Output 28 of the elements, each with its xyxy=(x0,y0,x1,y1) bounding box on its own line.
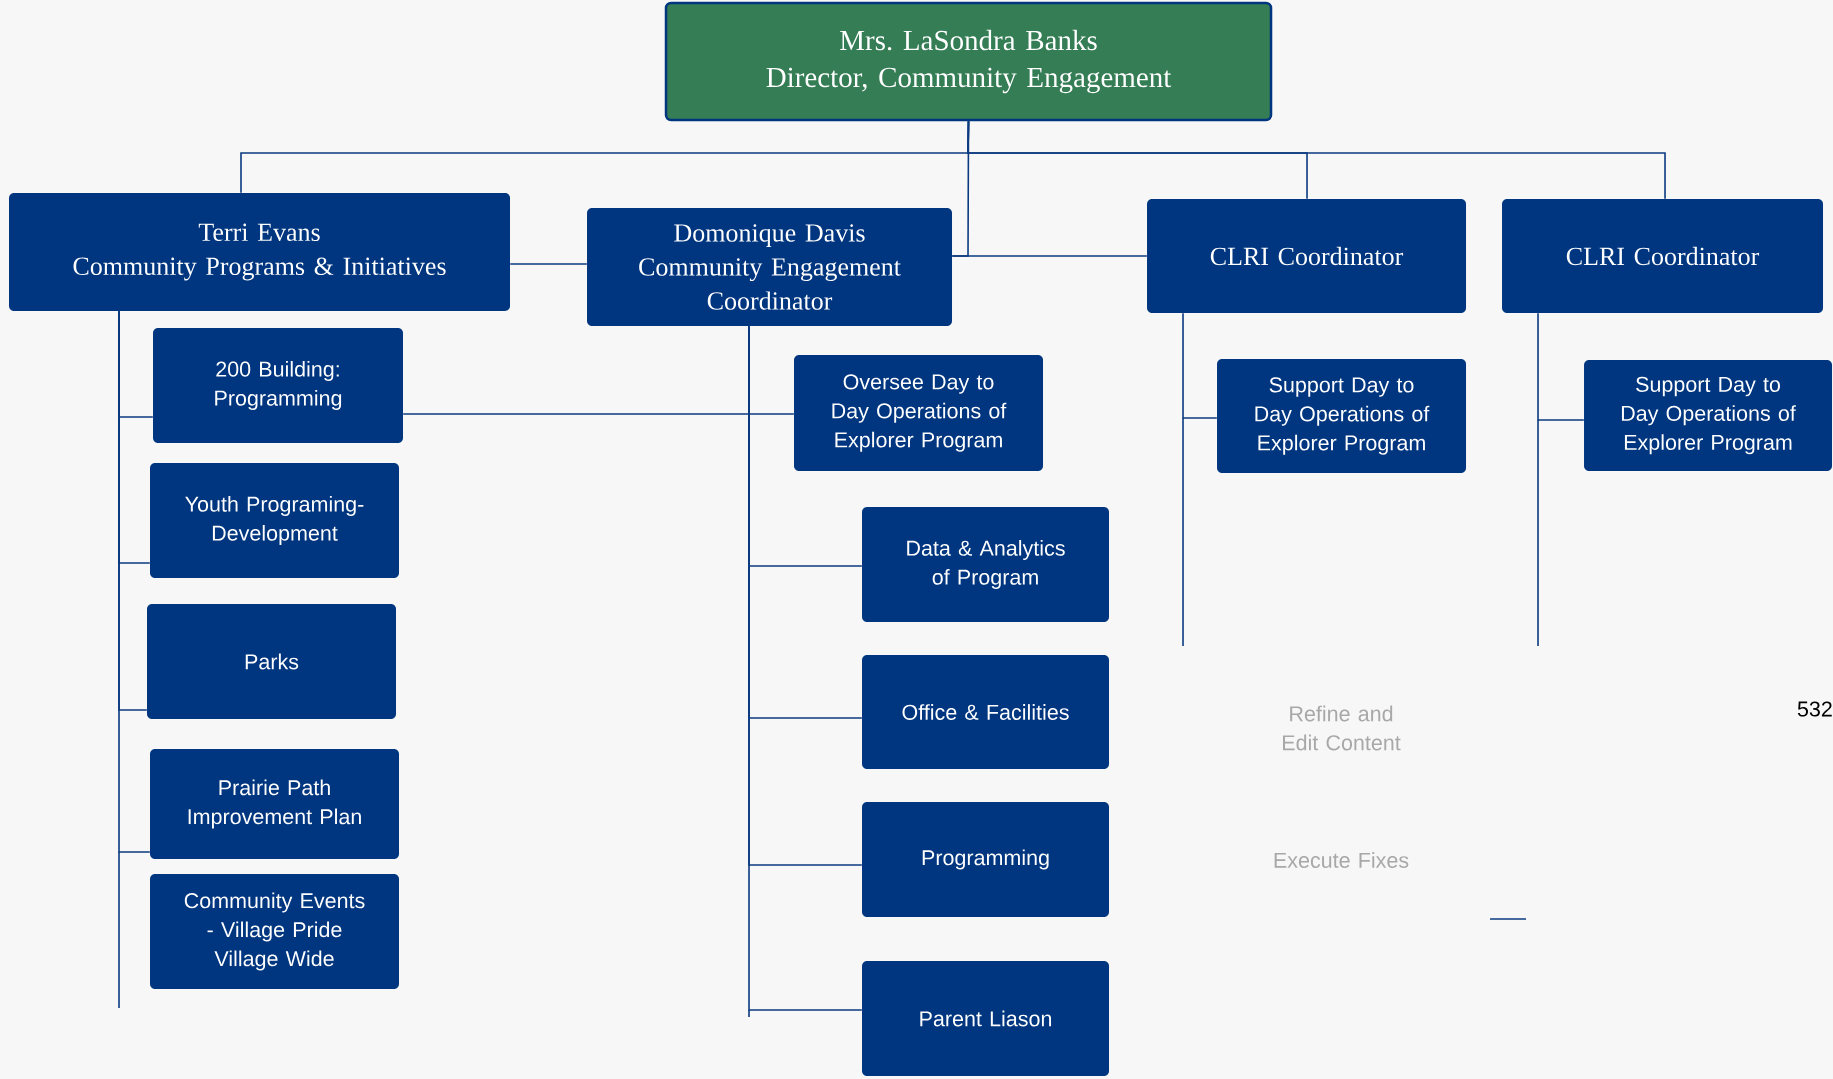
task-box: Parent Liason xyxy=(862,961,1109,1076)
connector-line xyxy=(402,413,795,415)
connector-line xyxy=(967,120,1666,200)
connector-line xyxy=(118,310,151,853)
task-box: Support Day to Day Operations of Explorer Program xyxy=(1217,359,1466,473)
task-box: 200 Building: Programming xyxy=(153,328,403,443)
role-box: CLRI Coordinator xyxy=(1502,199,1823,313)
connector-line xyxy=(951,255,1148,257)
task-box: Prairie Path Improvement Plan xyxy=(150,749,399,859)
task-box: Youth Programing-Development xyxy=(150,463,399,578)
connector-line xyxy=(748,325,863,1011)
task-box: Support Day to Day Operations of Explorer Program xyxy=(1584,360,1832,471)
connector-line xyxy=(509,263,588,265)
connector-line xyxy=(1182,312,1218,419)
task-box: Oversee Day to Day Operations of Explorer Program xyxy=(794,355,1043,471)
director-box: Mrs. LaSondra Banks Director, Community Engagement xyxy=(664,1,1273,122)
connector-line xyxy=(1537,312,1585,421)
role-box: CLRI Coordinator xyxy=(1147,199,1466,313)
page-number: 532 xyxy=(1797,701,1832,717)
role-box: Domonique Davis Community Engagement Coordinator xyxy=(587,208,952,326)
faint-text: Execute Fixes xyxy=(1274,852,1409,868)
task-box: Office & Facilities xyxy=(862,655,1109,769)
role-box: Terri Evans Community Programs & Initiatives xyxy=(9,193,510,311)
task-box: Data & Analytics of Program xyxy=(862,507,1109,622)
task-box: Community Events - Village Pride Village Wide xyxy=(150,874,399,989)
task-box: Programming xyxy=(862,802,1109,917)
task-box: Parks xyxy=(147,604,396,719)
faint-text: Refine and Edit Content xyxy=(1283,705,1401,751)
